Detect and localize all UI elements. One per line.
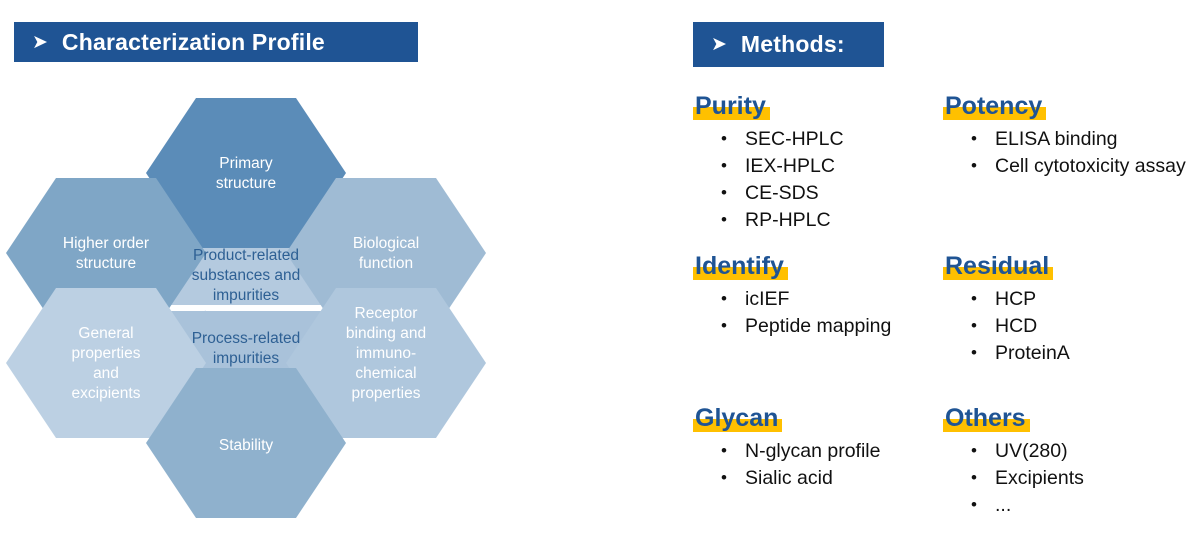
method-heading-purity: Purity — [693, 92, 770, 121]
svg-text:impurities: impurities — [213, 287, 280, 304]
method-group-glycan: Glycan N-glycan profile Sialic acid — [693, 404, 943, 493]
hex-receptor-binding — [286, 288, 486, 438]
method-group-potency: Potency ELISA binding Cell cytotoxicity … — [943, 92, 1193, 181]
svg-text:properties: properties — [72, 345, 141, 362]
hex-label-center-bottom: Process-related impurities — [192, 330, 301, 367]
method-heading-others: Others — [943, 404, 1030, 433]
characterization-hexagon-diagram: Primary structure Higher order structure… — [0, 80, 520, 550]
method-list-others: UV(280) Excipients ... — [943, 438, 1193, 518]
list-item: Excipients — [943, 465, 1193, 491]
list-item: ProteinA — [943, 340, 1193, 366]
list-item: UV(280) — [943, 438, 1193, 464]
list-item: Peptide mapping — [693, 313, 943, 339]
svg-text:properties: properties — [352, 385, 421, 402]
heading-highlight — [943, 267, 1054, 280]
heading-highlight — [943, 419, 1030, 432]
method-heading-glycan: Glycan — [693, 404, 783, 433]
svg-text:excipients: excipients — [72, 385, 141, 402]
method-list-glycan: N-glycan profile Sialic acid — [693, 438, 943, 491]
method-group-identify: Identify icIEF Peptide mapping — [693, 252, 943, 341]
method-list-identify: icIEF Peptide mapping — [693, 286, 943, 339]
characterization-profile-title: Characterization Profile — [61, 28, 325, 55]
svg-text:Process-related: Process-related — [192, 330, 301, 347]
method-list-residual: HCP HCD ProteinA — [943, 286, 1193, 366]
heading-highlight — [943, 107, 1047, 120]
heading-highlight — [693, 267, 788, 280]
svg-text:structure: structure — [216, 175, 276, 192]
arrow-bullet-icon: ➤ — [32, 30, 48, 53]
hex-primary-structure — [146, 98, 346, 248]
list-item: SEC-HPLC — [693, 126, 943, 152]
arrow-bullet-icon: ➤ — [711, 33, 727, 55]
hex-label-receptor-binding: Receptor binding and immuno- chemical pr… — [346, 305, 426, 402]
list-item: HCP — [943, 286, 1193, 312]
method-group-others: Others UV(280) Excipients ... — [943, 404, 1193, 520]
method-list-potency: ELISA binding Cell cytotoxicity assay — [943, 126, 1193, 179]
svg-text:General: General — [78, 325, 133, 342]
list-item: HCD — [943, 313, 1193, 339]
list-item: icIEF — [693, 286, 943, 312]
heading-highlight — [693, 107, 770, 120]
svg-text:and: and — [93, 365, 119, 382]
svg-text:Higher order: Higher order — [63, 235, 149, 252]
svg-text:substances and: substances and — [192, 267, 301, 284]
methods-title: Methods: — [740, 31, 845, 57]
svg-text:Primary: Primary — [219, 155, 273, 172]
hex-label-primary-structure: Primary structure — [216, 155, 276, 192]
svg-text:immuno-: immuno- — [356, 345, 416, 362]
svg-text:binding and: binding and — [346, 325, 426, 342]
heading-highlight — [693, 419, 783, 432]
svg-text:function: function — [359, 255, 413, 272]
characterization-profile-header: ➤ Characterization Profile — [14, 22, 418, 62]
list-item: ELISA binding — [943, 126, 1193, 152]
list-item: IEX-HPLC — [693, 153, 943, 179]
hex-label-center-top: Product-related substances and impuritie… — [192, 247, 301, 304]
hex-label-higher-order-structure: Higher order structure — [63, 235, 149, 272]
list-item: CE-SDS — [693, 180, 943, 206]
method-group-residual: Residual HCP HCD ProteinA — [943, 252, 1193, 368]
method-group-purity: Purity SEC-HPLC IEX-HPLC CE-SDS RP-HPLC — [693, 92, 943, 235]
hex-label-general-properties: General properties and excipients — [72, 325, 141, 402]
svg-text:impurities: impurities — [213, 350, 280, 367]
methods-header: ➤ Methods: — [693, 22, 884, 67]
svg-text:chemical: chemical — [355, 365, 416, 382]
method-list-purity: SEC-HPLC IEX-HPLC CE-SDS RP-HPLC — [693, 126, 943, 233]
method-heading-potency: Potency — [943, 92, 1047, 121]
list-item: ... — [943, 492, 1193, 518]
method-heading-identify: Identify — [693, 252, 788, 281]
methods-grid: Purity SEC-HPLC IEX-HPLC CE-SDS RP-HPLC … — [693, 92, 1193, 552]
list-item: Sialic acid — [693, 465, 943, 491]
hex-general-properties — [6, 288, 206, 438]
svg-text:Biological: Biological — [353, 235, 419, 252]
svg-text:Receptor: Receptor — [355, 305, 418, 322]
hex-label-stability: Stability — [219, 437, 274, 454]
svg-text:structure: structure — [76, 255, 136, 272]
svg-text:Product-related: Product-related — [193, 247, 299, 264]
method-heading-residual: Residual — [943, 252, 1054, 281]
svg-text:Stability: Stability — [219, 437, 274, 454]
list-item: RP-HPLC — [693, 207, 943, 233]
list-item: N-glycan profile — [693, 438, 943, 464]
list-item: Cell cytotoxicity assay — [943, 153, 1193, 179]
hex-stability — [146, 368, 346, 518]
hex-label-biological-function: Biological function — [353, 235, 419, 272]
